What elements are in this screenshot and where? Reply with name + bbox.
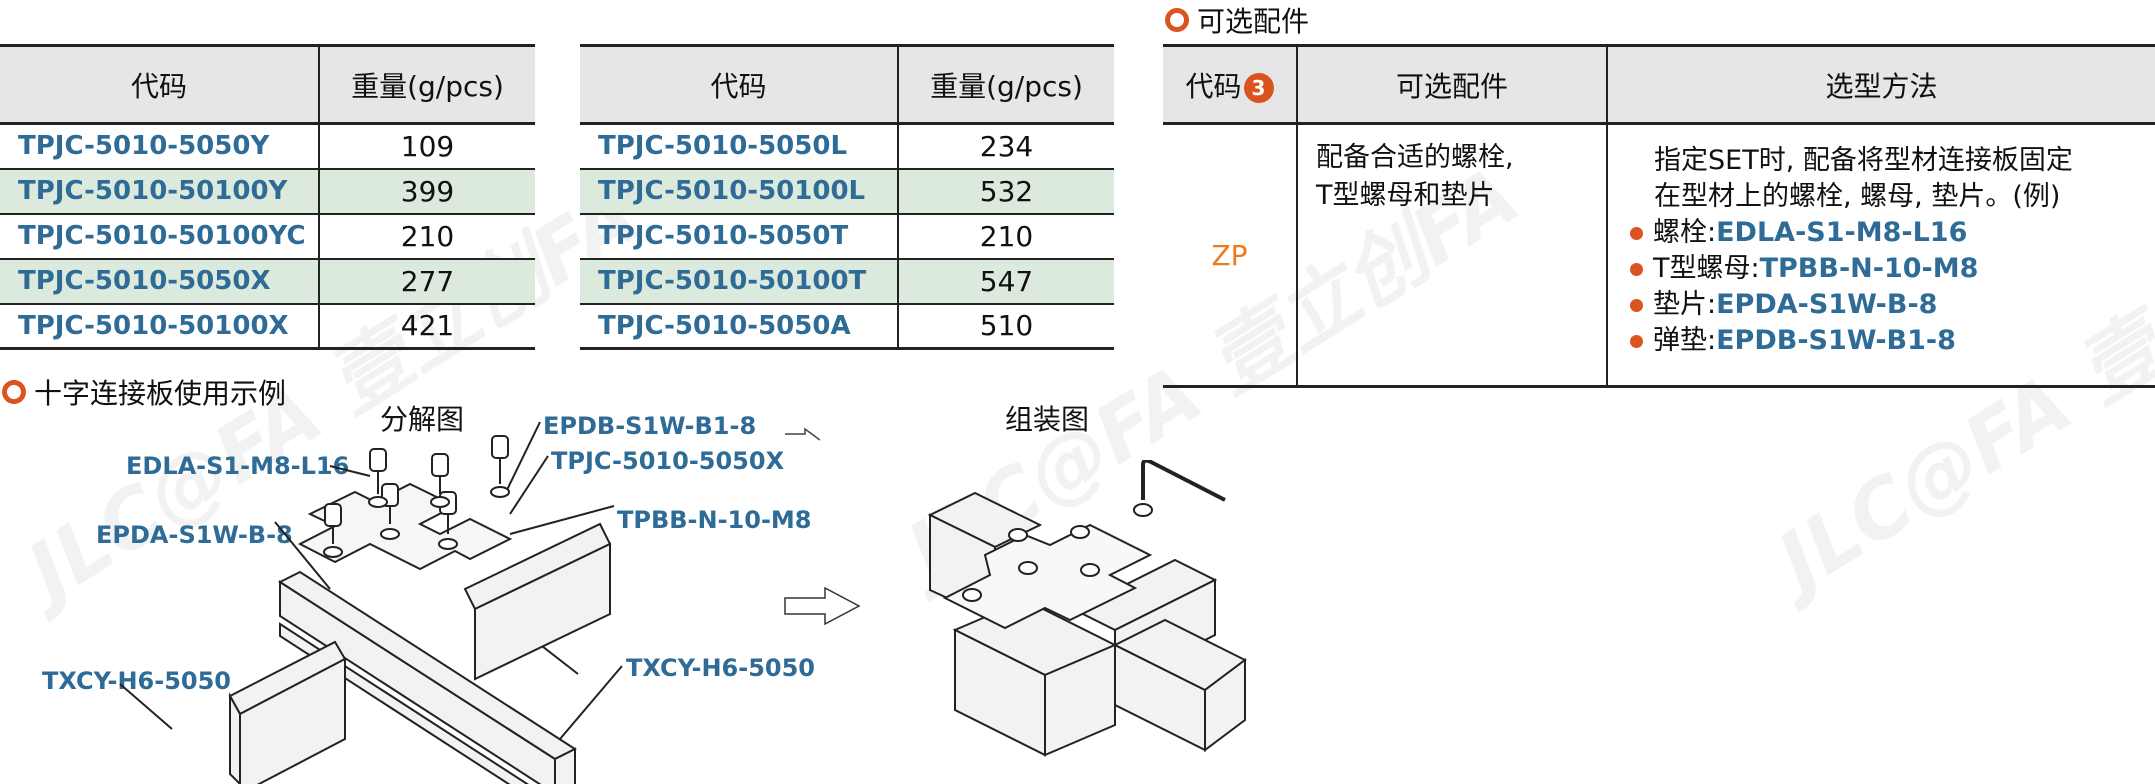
list-item: 垫片: EPDA-S1W-B-8 xyxy=(1630,287,2135,323)
part-code[interactable]: TPJC-5010-50100X xyxy=(18,310,289,341)
table-row: TPJC-5010-50100Y 399 xyxy=(0,168,535,214)
part-code[interactable]: TPJC-5010-5050X xyxy=(18,266,271,296)
part-code[interactable]: TPJC-5010-50100Y xyxy=(18,176,288,206)
part-weight: 210 xyxy=(318,213,535,259)
table-header-row: 代码 重量(g/pcs) xyxy=(0,45,535,124)
part-weight: 510 xyxy=(897,303,1114,349)
part-weight: 532 xyxy=(897,168,1114,214)
part-weight: 421 xyxy=(318,303,535,349)
usage-example-title: 十字连接板使用示例 xyxy=(2,372,286,412)
ring-bullet-icon xyxy=(2,380,26,404)
callout-bolt: EDLA-S1-M8-L16 xyxy=(126,452,350,480)
table-row: TPJC-5010-5050Y 109 xyxy=(0,123,535,169)
bullet-dot-icon xyxy=(1630,334,1643,348)
table-header-row: 代码 重量(g/pcs) xyxy=(580,45,1114,124)
callout-profile-left: TXCY-H6-5050 xyxy=(42,667,231,695)
part-weight: 399 xyxy=(318,168,535,214)
list-item: 弹垫: EPDB-S1W-B1-8 xyxy=(1630,323,2135,359)
callout-spring-washer: EPDB-S1W-B1-8 xyxy=(543,412,757,440)
selection-method: 指定SET时, 配备将型材连接板固定 在型材上的螺栓, 螺母, 垫片。(例) 螺… xyxy=(1606,123,2155,387)
header-code: 代码 xyxy=(710,69,767,103)
optional-parts-title: 可选配件 xyxy=(1165,0,1309,40)
right-arrow-icon xyxy=(784,586,861,626)
number-badge-icon: 3 xyxy=(1243,72,1274,103)
part-code[interactable]: TPJC-5010-5050A xyxy=(598,310,851,341)
table-row: TPJC-5010-5050X 277 xyxy=(0,258,535,304)
part-weight: 210 xyxy=(897,213,1114,259)
option-code[interactable]: ZP xyxy=(1211,238,1248,272)
callout-washer: EPDA-S1W-B-8 xyxy=(96,521,293,549)
part-code[interactable]: TPJC-5010-5050L xyxy=(598,131,848,162)
weight-table-2: 代码 重量(g/pcs) TPJC-5010-5050L 234 TPJC-501… xyxy=(580,44,1114,350)
part-code[interactable]: TPJC-5010-50100T xyxy=(598,266,867,296)
table-row: TPJC-5010-50100T 547 xyxy=(580,258,1114,304)
part-weight: 234 xyxy=(897,123,1114,169)
ring-bullet-icon xyxy=(1165,8,1189,32)
part-code[interactable]: TPJC-5010-5050Y xyxy=(18,131,270,162)
callout-tnut: TPBB-N-10-M8 xyxy=(617,506,812,534)
part-code[interactable]: TPJC-5010-50100YC xyxy=(18,221,306,251)
table-row: TPJC-5010-5050T 210 xyxy=(580,213,1114,259)
part-number-link[interactable]: EPDA-S1W-B-8 xyxy=(1716,289,1938,320)
part-weight: 109 xyxy=(318,123,535,169)
exploded-view-drawing xyxy=(119,421,820,784)
callout-profile-right: TXCY-H6-5050 xyxy=(626,654,815,682)
table-row: TPJC-5010-5050L 234 xyxy=(580,123,1114,169)
part-code[interactable]: TPJC-5010-50100L xyxy=(598,176,866,206)
bullet-dot-icon xyxy=(1630,262,1643,276)
part-weight: 547 xyxy=(897,258,1114,304)
header-weight: 重量(g/pcs) xyxy=(897,45,1114,124)
callout-plate: TPJC-5010-5050X xyxy=(551,447,785,475)
header-selection-method: 选型方法 xyxy=(1606,45,2155,124)
table-row: TPJC-5010-5050A 510 xyxy=(580,303,1114,349)
exploded-view-caption: 分解图 xyxy=(380,403,465,436)
part-weight: 277 xyxy=(318,258,535,304)
bullet-dot-icon xyxy=(1630,226,1643,240)
table-row: TPJC-5010-50100L 532 xyxy=(580,168,1114,214)
part-code[interactable]: TPJC-5010-5050T xyxy=(598,221,849,251)
table-row: TPJC-5010-50100YC 210 xyxy=(0,213,535,259)
assembled-view-caption: 组装图 xyxy=(1005,403,1090,436)
part-number-link[interactable]: EPDB-S1W-B1-8 xyxy=(1716,325,1956,356)
part-number-link[interactable]: EDLA-S1-M8-L16 xyxy=(1716,217,1968,248)
option-description: 配备合适的螺栓, T型螺母和垫片 xyxy=(1296,123,1607,387)
bullet-dot-icon xyxy=(1630,298,1643,312)
weight-table-1: 代码 重量(g/pcs) TPJC-5010-5050Y 109 TPJC-501… xyxy=(0,44,535,350)
list-item: T型螺母: TPBB-N-10-M8 xyxy=(1630,251,2135,287)
header-code: 代码 xyxy=(130,69,187,103)
header-optional-part: 可选配件 xyxy=(1296,45,1607,124)
list-item: 螺栓: EDLA-S1-M8-L16 xyxy=(1630,215,2135,251)
header-weight: 重量(g/pcs) xyxy=(318,45,535,124)
assembled-view-drawing xyxy=(927,460,1247,757)
table-row: TPJC-5010-50100X 421 xyxy=(0,303,535,349)
part-number-link[interactable]: TPBB-N-10-M8 xyxy=(1759,253,1979,284)
table-row: ZP 配备合适的螺栓, T型螺母和垫片 指定SET时, 配备将型材连接板固定 在… xyxy=(1163,123,2155,387)
